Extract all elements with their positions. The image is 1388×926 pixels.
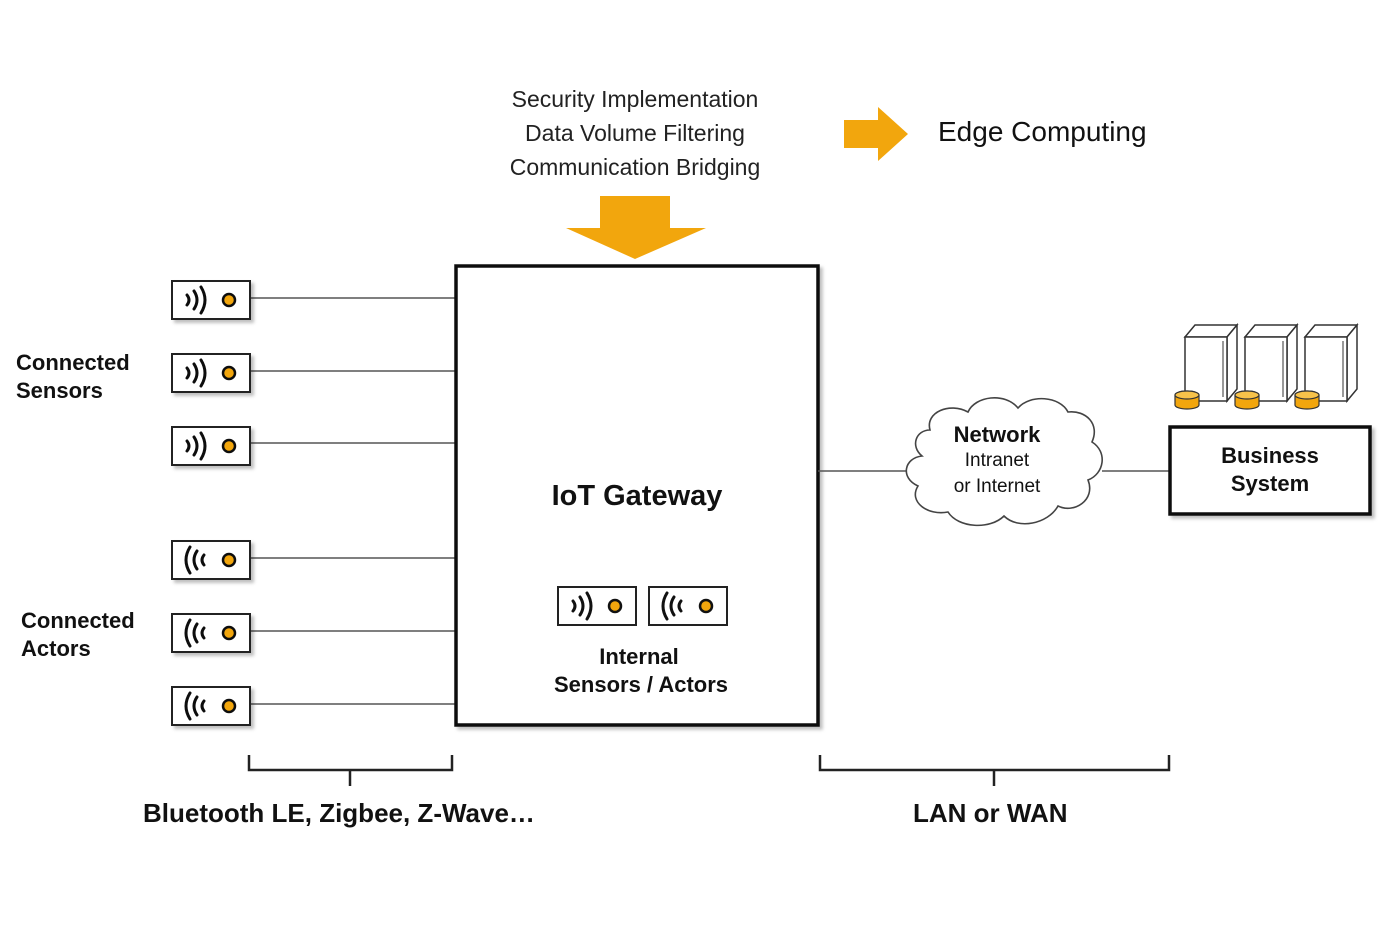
network-internet: or Internet [953,476,1041,497]
server-icon-2 [1234,324,1298,410]
sensor-device-2 [170,352,252,394]
sensor-device-3 [170,425,252,467]
lan-wan-label: LAN or WAN [913,798,1068,828]
actors-label-line2: Actors [21,636,91,661]
business-label-line2: System [1230,471,1310,496]
iot-gateway-box [454,264,820,727]
actor-device-2 [170,612,252,654]
server-icon-3 [1294,324,1358,410]
business-label-line1: Business [1221,443,1319,468]
right-brace [818,755,1171,786]
internal-actor-device [647,585,729,627]
network-title: Network [953,422,1041,447]
cloud-icon [905,397,1103,527]
edge-computing-label: Edge Computing [938,116,1147,147]
internal-label-line2: Sensors / Actors [553,672,729,697]
internal-label-line1: Internal [599,644,679,669]
internal-sensor-device [556,585,638,627]
network-intranet: Intranet [964,450,1030,471]
connected-sensors [170,279,252,467]
server-icon-1 [1174,324,1238,410]
sensors-label-line1: Connected [16,350,130,375]
gateway-title: IoT Gateway [551,480,723,512]
business-system-box [1168,425,1372,516]
device-links [251,297,456,705]
sensor-device-1 [170,279,252,321]
actors-label-line1: Connected [21,608,135,633]
actor-device-1 [170,539,252,581]
actor-device-3 [170,685,252,727]
protocols-label: Bluetooth LE, Zigbee, Z-Wave… [143,798,535,828]
sensors-label-line2: Sensors [16,378,103,403]
connected-actors [170,539,252,727]
feature-bridging: Communication Bridging [509,154,761,180]
edge-arrow-icon [844,107,908,161]
orange-arrow-icon [566,196,706,259]
feature-filtering: Data Volume Filtering [525,120,745,146]
server-group [1174,324,1358,410]
feature-security: Security Implementation [511,86,759,112]
left-brace [247,755,454,786]
